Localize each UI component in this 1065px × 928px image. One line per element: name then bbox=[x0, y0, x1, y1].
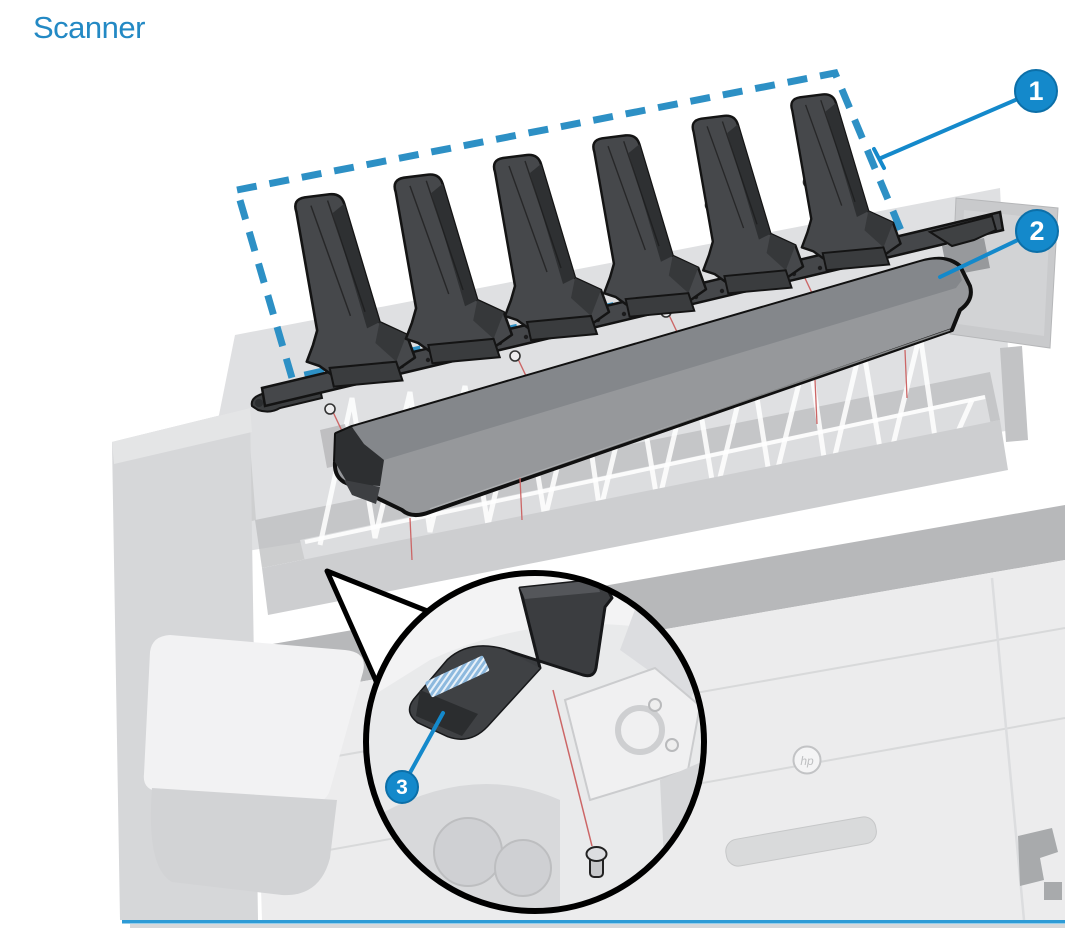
inset-screw-icon bbox=[585, 846, 608, 878]
deflector-label-stripes bbox=[425, 655, 490, 698]
svg-text:3: 3 bbox=[396, 776, 408, 799]
callout-3-badge bbox=[385, 770, 419, 804]
callout-1-badge bbox=[1014, 69, 1058, 113]
callout-2-badge bbox=[1015, 209, 1059, 253]
magnified-deflector bbox=[408, 578, 614, 740]
svg-text:hp: hp bbox=[800, 754, 814, 768]
deflector-3 bbox=[492, 153, 611, 342]
callout-3: 3 bbox=[385, 711, 445, 804]
svg-text:1: 1 bbox=[1028, 76, 1043, 106]
callout-2: 2 bbox=[938, 209, 1059, 279]
catch-tray bbox=[143, 635, 364, 805]
hp-logo: hp bbox=[792, 745, 822, 775]
drawer-handle bbox=[725, 816, 877, 867]
caster bbox=[1018, 828, 1062, 900]
callout-1: 1 bbox=[872, 69, 1058, 170]
callouts: 1 2 3 bbox=[385, 69, 1059, 804]
deflector-row bbox=[250, 93, 1005, 413]
inset-circle-border bbox=[363, 570, 707, 914]
detail-inset bbox=[324, 568, 707, 914]
top-cover bbox=[332, 256, 973, 517]
rail-right-bracket bbox=[927, 214, 998, 248]
deflector-1 bbox=[294, 192, 417, 388]
callout-3-line bbox=[404, 711, 445, 782]
svg-text:2: 2 bbox=[1029, 216, 1044, 246]
callout-2-line bbox=[938, 236, 1024, 279]
dashed-selection-border bbox=[232, 69, 910, 383]
inset-contents bbox=[366, 573, 704, 911]
deflector-5 bbox=[691, 114, 805, 295]
callout-1-line bbox=[879, 96, 1022, 160]
deflector-4 bbox=[592, 134, 708, 318]
footer-rule bbox=[122, 920, 1065, 928]
page-title: Scanner bbox=[33, 10, 145, 45]
cover-screw-leaders bbox=[409, 349, 908, 561]
deflector-2 bbox=[393, 173, 514, 365]
